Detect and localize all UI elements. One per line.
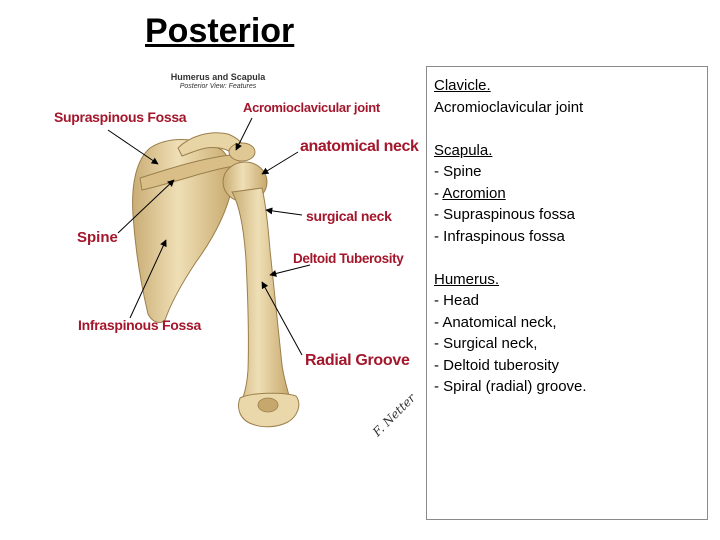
arrow-spine	[117, 179, 175, 234]
humerus-item-surgical-neck: - Surgical neck,	[434, 335, 538, 352]
arrow-deltoid-tuberosity	[269, 264, 311, 277]
features-panel: Clavicle. Acromioclavicular joint Scapul…	[426, 66, 708, 520]
label-anatomical-neck: anatomical neck	[300, 138, 419, 155]
label-spine: Spine	[77, 229, 118, 246]
arrow-anatomical-neck	[261, 151, 299, 175]
arrow-supraspinous-fossa	[107, 129, 159, 165]
figure-subheading: Posterior View: Features	[179, 83, 257, 90]
clavicle-heading: Clavicle.	[434, 77, 491, 94]
arrow-surgical-neck	[265, 207, 303, 216]
label-supraspinous-fossa: Supraspinous Fossa	[54, 109, 187, 125]
page-title: Posterior	[145, 12, 295, 50]
olecranon-fossa-shape	[257, 397, 279, 413]
label-acromioclavicular-joint: Acromioclavicular joint	[243, 100, 380, 115]
acromion-prefix: -	[434, 184, 443, 202]
acromion-shape	[228, 142, 256, 162]
clavicle-item: Acromioclavicular joint	[434, 98, 584, 116]
label-deltoid-tuberosity: Deltoid Tuberosity	[293, 251, 404, 266]
label-radial-groove: Radial Groove	[305, 352, 410, 369]
scapula-item-infraspinous: - Infraspinous fossa	[434, 227, 565, 245]
acromion-term: Acromion	[442, 184, 506, 202]
label-infraspinous-fossa: Infraspinous Fossa	[78, 317, 201, 333]
arrow-acromioclavicular-joint	[235, 117, 253, 151]
humerus-item-anatomical-neck: - Anatomical neck,	[434, 313, 557, 331]
scapula-item-acromion: - Acromion	[434, 183, 700, 205]
figure-caption: Humerus and Scapula Posterior View: Feat…	[163, 72, 273, 92]
scapula-item-spine: - Spine	[434, 163, 482, 180]
humerus-item-head: - Head	[434, 292, 480, 309]
arrow-infraspinous-fossa	[129, 239, 167, 319]
humerus-scapula-illustration	[107, 117, 311, 428]
arrow-radial-groove	[261, 281, 303, 356]
humerus-heading: Humerus.	[434, 270, 500, 288]
scapula-heading: Scapula.	[434, 141, 493, 159]
label-surgical-neck: surgical neck	[306, 208, 392, 224]
figure-heading: Humerus and Scapula	[170, 72, 266, 82]
humerus-item-radial-groove: - Spiral (radial) groove.	[434, 378, 587, 395]
humerus-item-deltoid-tuberosity: - Deltoid tuberosity	[434, 356, 560, 374]
scapula-item-supraspinous: - Supraspinous fossa	[434, 206, 575, 223]
humerus-shaft-shape	[231, 187, 291, 401]
